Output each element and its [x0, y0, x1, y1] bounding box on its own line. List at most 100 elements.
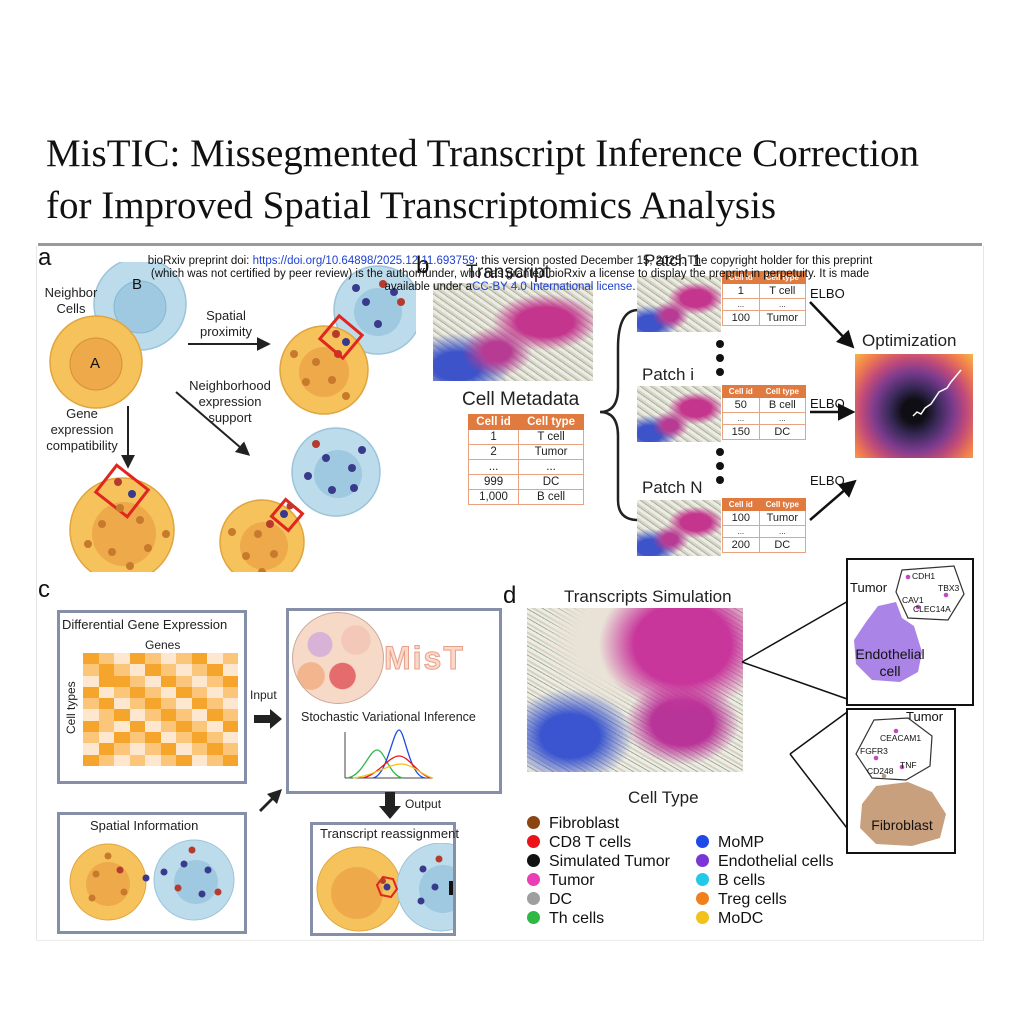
- proximity-pair: [279, 265, 416, 415]
- heatmap-cell: [160, 754, 176, 766]
- cell: DC: [758, 537, 807, 553]
- cell: 200: [722, 537, 760, 553]
- heatmap-cell: [160, 664, 176, 676]
- optimization-landscape: [855, 354, 973, 458]
- legend-swatch: [527, 873, 540, 886]
- mistic-logo-text: MisT: [384, 640, 465, 677]
- heatmap-cell: [191, 754, 207, 766]
- cell-type-legend-title: Cell Type: [628, 788, 699, 807]
- heatmap-cell: [83, 653, 99, 665]
- heatmap-cell: [114, 653, 130, 665]
- heatmap-cell: [145, 720, 161, 733]
- patch-header: Cell id: [722, 385, 760, 398]
- legend-item: Th cells: [527, 909, 670, 928]
- panel-c-label: c: [38, 576, 50, 603]
- heatmap-cell: [145, 653, 161, 665]
- heatmap-cell: [98, 743, 114, 755]
- notice-mid: ; this version posted December 15, 2025.…: [474, 255, 873, 267]
- spatial-arrow: [259, 789, 282, 812]
- legend-swatch: [696, 854, 709, 867]
- inset1-endothelial-cell: [854, 602, 922, 682]
- table-row: ......: [722, 412, 807, 425]
- table-row: ......: [722, 298, 807, 311]
- legend-label: Fibroblast: [549, 815, 620, 832]
- heatmap-cell: [114, 720, 130, 733]
- heatmap-cell: [160, 720, 176, 733]
- heatmap-cell: [129, 675, 145, 687]
- heatmap-cell: [160, 686, 176, 699]
- heatmap-cell: [129, 732, 145, 744]
- notice-line-3-prefix: available under a: [384, 281, 473, 293]
- legend-label: DC: [549, 891, 573, 908]
- optimization-path: [912, 369, 962, 417]
- svi-cell-graphic: [292, 612, 384, 704]
- spatial-info-graphic: [69, 839, 235, 921]
- heatmap-cell: [129, 720, 145, 733]
- gene-tbx3: TBX3: [938, 583, 960, 593]
- patch-i-label: Patch i: [642, 365, 694, 384]
- legend-label: B cells: [718, 872, 766, 889]
- legend-item: MoDC: [696, 909, 834, 928]
- cell: 1: [722, 283, 760, 299]
- heatmap-cell: [176, 720, 192, 733]
- heatmap-cell: [191, 653, 207, 665]
- genes-label: Genes: [145, 638, 181, 652]
- cell: ...: [722, 412, 760, 425]
- legend-swatch: [527, 816, 540, 829]
- cell: ...: [467, 459, 520, 475]
- heatmap-cell: [114, 754, 130, 766]
- notice-line-2: (which was not certified by peer review)…: [150, 268, 870, 280]
- cell: 2: [467, 444, 520, 460]
- heatmap-cell: [191, 664, 207, 676]
- doi-link[interactable]: https://doi.org/10.64898/2025.12.11.6937…: [252, 255, 475, 267]
- heatmap-cell: [145, 675, 161, 687]
- heatmap-cell: [98, 732, 114, 744]
- patch-n-label: Patch N: [642, 478, 703, 497]
- cell: 1,000: [467, 489, 520, 505]
- patch-1-label: Patch 1: [644, 251, 702, 270]
- panel-a-diagram: [49, 262, 416, 572]
- heatmap-cell: [207, 709, 223, 721]
- title-divider: [38, 243, 982, 246]
- optimization-label: Optimization: [862, 331, 957, 350]
- license-link[interactable]: CC-BY 4.0 International license: [472, 281, 633, 293]
- heatmap-cell: [176, 698, 192, 710]
- meta-header-type: Cell type: [518, 414, 584, 430]
- zoom-lines: [741, 599, 851, 833]
- heatmap-cell: [114, 686, 130, 699]
- heatmap-cell: [160, 709, 176, 721]
- notice-line-3-suffix: .: [632, 281, 636, 293]
- cell: B cell: [518, 489, 584, 505]
- heatmap-cell: [207, 754, 223, 766]
- legend-item: Simulated Tumor: [527, 852, 670, 871]
- output-label: Output: [405, 797, 442, 811]
- heatmap-cell: [98, 709, 114, 721]
- heatmap-cell: [160, 653, 176, 665]
- table-row: ......: [722, 525, 807, 538]
- heatmap-cell: [176, 754, 192, 766]
- heatmap-cell: [207, 653, 223, 665]
- heatmap-cell: [222, 653, 238, 665]
- heatmap-cell: [129, 686, 145, 699]
- patch-i-image: [637, 386, 721, 442]
- heatmap-cell: [222, 732, 238, 744]
- cell: DC: [518, 474, 584, 490]
- legend-label: MoMP: [718, 834, 765, 851]
- heatmap-cell: [114, 709, 130, 721]
- panel-b-label: b: [416, 252, 430, 279]
- heatmap-cell: [83, 732, 99, 744]
- neighborhood-support-label: Neighborhood expression support: [189, 378, 271, 425]
- compatibility-cell: [69, 463, 175, 572]
- elbo-label-n: ELBO: [810, 473, 845, 488]
- paper-title-line-1: MisTIC: Missegmented Transcript Inferenc…: [46, 132, 919, 175]
- neighborhood-pair: [219, 427, 381, 572]
- legend-label: Treg cells: [718, 891, 787, 908]
- elbo-label-i: ELBO: [810, 396, 845, 411]
